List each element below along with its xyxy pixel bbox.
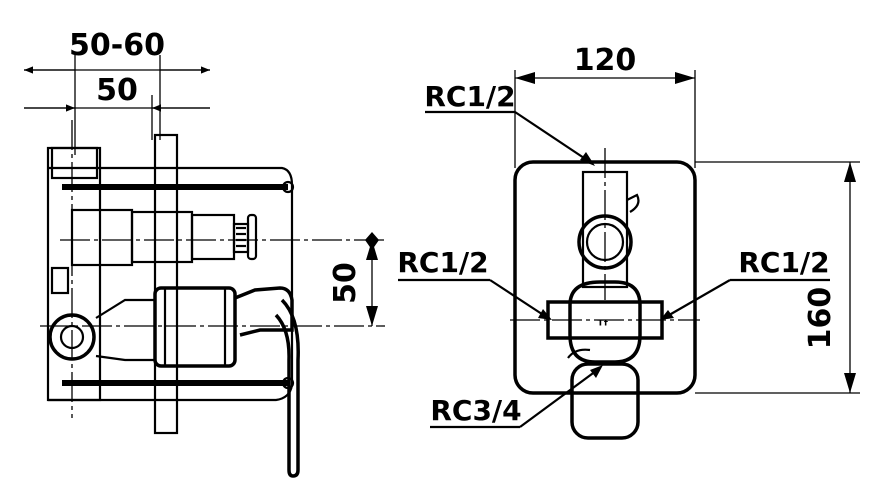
dim-50-60-label: 50-60 — [69, 28, 165, 63]
dim-50-vertical: 50 — [328, 232, 379, 326]
label-rc-right: RC1/2 — [738, 246, 829, 279]
label-rc-top: RC1/2 — [424, 80, 515, 113]
mixer-cartridge — [153, 286, 294, 368]
mounting-screw-top — [62, 180, 295, 194]
diverter-knob — [577, 170, 640, 289]
dim-50-vertical-label: 50 — [328, 262, 363, 304]
wall-plate — [153, 133, 179, 435]
dim-50-horizontal: 50 — [24, 73, 210, 140]
inlet-fitting — [48, 298, 155, 362]
lever-handle — [274, 298, 300, 478]
dim-120: 120 — [514, 43, 696, 168]
leader-left: RC1/2 — [397, 246, 552, 320]
dim-160-label: 160 — [803, 287, 838, 350]
cover-plate — [48, 166, 294, 402]
svg-text:ᵀᶠ: ᵀᶠ — [597, 318, 608, 334]
leader-top: RC1/2 — [424, 80, 595, 166]
label-rc-left: RC1/2 — [397, 246, 488, 279]
leader-right: RC1/2 — [660, 246, 830, 320]
dim-160: 160 — [695, 161, 860, 394]
mixer-handle: ᵀᶠ — [546, 280, 664, 440]
diverter-cartridge — [70, 208, 258, 267]
dim-50-label: 50 — [96, 73, 138, 108]
dim-50-60: 50-60 — [24, 28, 210, 155]
leader-bottom: RC3/4 — [430, 365, 603, 429]
dim-120-label: 120 — [574, 43, 637, 78]
front-view: 120 160 ᵀᶠ — [397, 43, 860, 440]
side-view: 50-60 50 — [24, 28, 385, 478]
label-rc-bottom: RC3/4 — [430, 394, 521, 427]
